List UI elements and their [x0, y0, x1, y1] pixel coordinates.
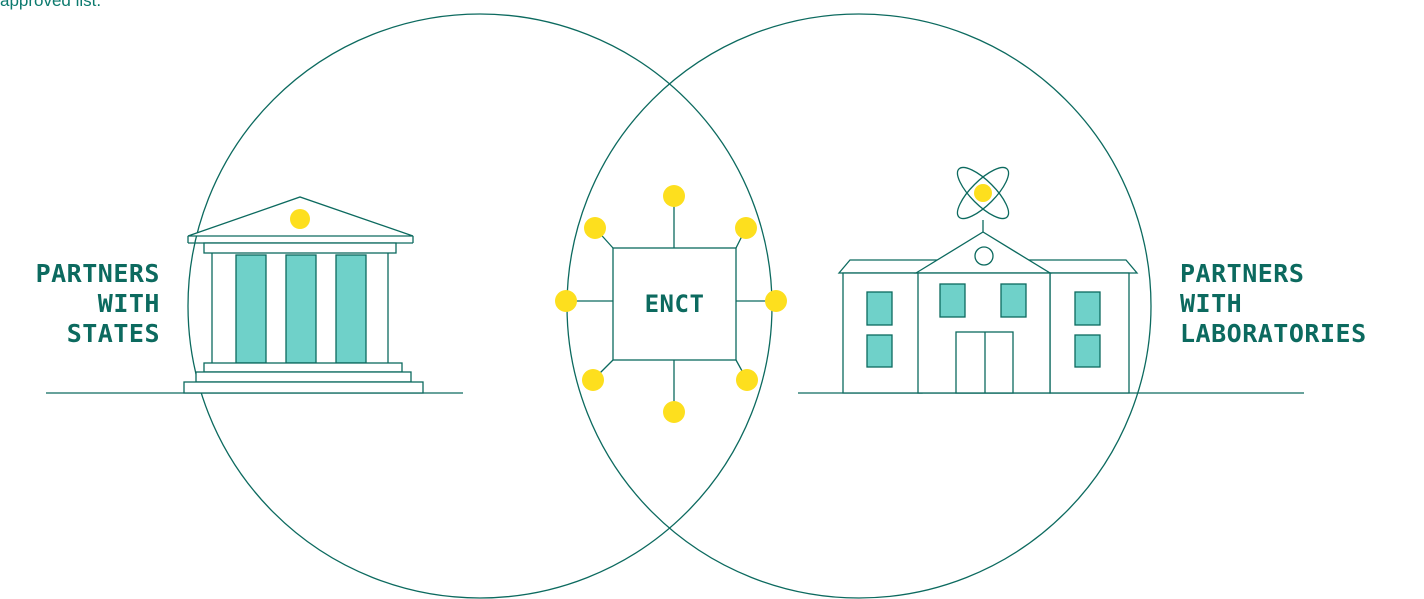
label-line: WITH — [97, 289, 160, 318]
label-line: WITH — [1180, 289, 1243, 318]
network-hub-icon — [555, 185, 787, 423]
laboratory-building-icon — [837, 166, 1139, 394]
partners-with-laboratories-label: PARTNERS WITH LABORATORIES — [1180, 259, 1367, 349]
label-line: STATES — [66, 319, 160, 348]
label-line: PARTNERS — [35, 259, 160, 288]
partners-with-states-label: PARTNERS WITH STATES — [36, 259, 160, 349]
intro-text-fragment: approved list. — [0, 0, 102, 10]
label-line: LABORATORIES — [1180, 319, 1367, 348]
government-building-icon — [183, 196, 424, 394]
label-line: PARTNERS — [1180, 259, 1305, 288]
atom-icon — [956, 166, 1010, 220]
enct-label: ENCT — [644, 290, 705, 318]
